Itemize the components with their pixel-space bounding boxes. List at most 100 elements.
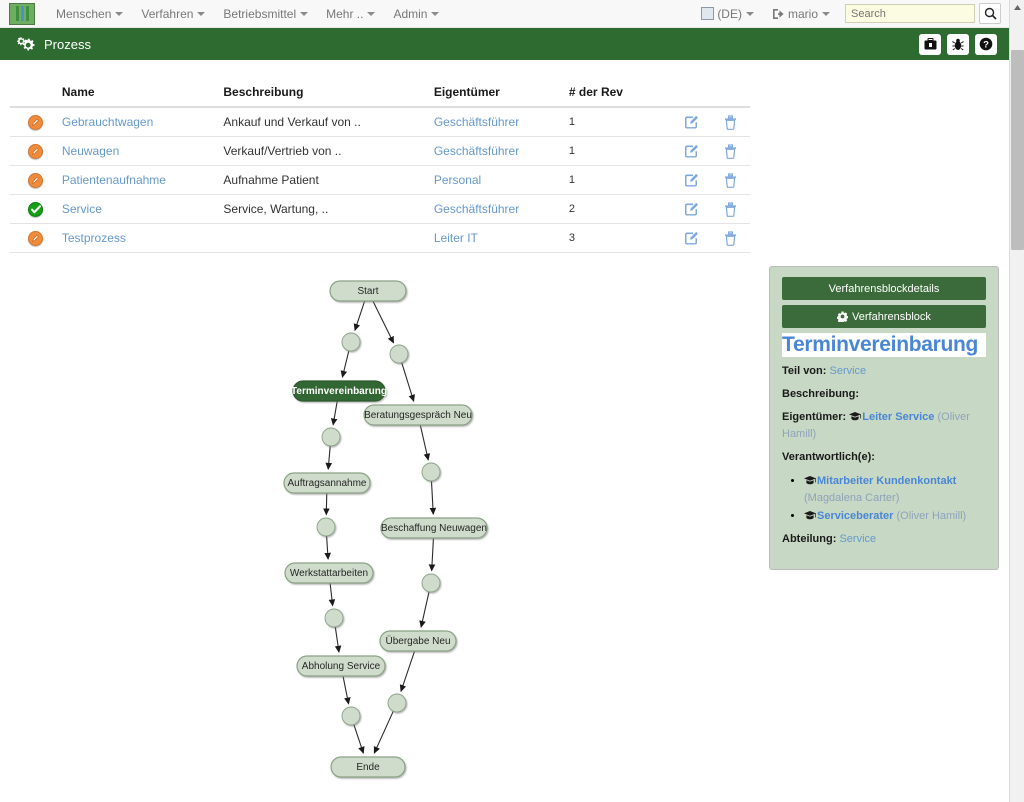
row-name-link[interactable]: Testprozess [61,231,126,245]
nav-item-menschen[interactable]: Menschen [47,0,132,28]
row-edit-action[interactable] [672,231,711,246]
row-name-link[interactable]: Patientenaufnahme [61,173,166,187]
flowchart-node-label: Start [357,286,378,297]
row-revisions: 1 [568,174,576,186]
responsible-role-link[interactable]: Serviceberater [817,509,894,522]
flowchart-node-label: Werkstattarbeiten [290,568,368,579]
flowchart-node-ende[interactable]: Ende [330,756,406,778]
flowchart-node-abholung[interactable]: Abholung Service [296,655,386,677]
scrollbar-thumb[interactable] [1011,50,1024,250]
flowchart-junction[interactable] [389,344,409,364]
detail-department-value[interactable]: Service [839,533,877,546]
row-owner-link[interactable]: Geschäftsführer [433,202,520,216]
row-owner[interactable]: Geschäftsführer [434,144,569,158]
detail-part-of-value[interactable]: Service [829,365,867,378]
row-name[interactable]: Patientenaufnahme [62,173,224,187]
row-name-link[interactable]: Service [61,202,102,216]
row-edit-action[interactable] [672,115,711,130]
flowchart-node-werkstatt[interactable]: Werkstattarbeiten [284,562,374,584]
row-name-link[interactable]: Neuwagen [61,144,120,158]
graduation-cap-icon [804,509,816,526]
nav-item-menschen-label: Menschen [56,6,112,21]
scroll-up-button[interactable] [1010,0,1024,15]
row-delete-action[interactable] [711,114,750,130]
row-name[interactable]: Gebrauchtwagen [62,115,224,129]
row-delete-action[interactable] [711,201,750,217]
graduation-cap-icon [849,411,862,427]
edit-icon [684,202,698,215]
help-button[interactable]: ? [975,33,997,55]
search-button[interactable] [979,3,1001,24]
flowchart-edge [399,650,416,693]
column-description[interactable]: Beschreibung [223,85,304,99]
flowchart-edge [353,300,366,332]
column-name[interactable]: Name [61,85,95,99]
bug-icon [952,38,964,50]
user-menu[interactable]: mario [763,0,839,28]
verfahrensblockdetails-button[interactable]: Verfahrensblockdetails [782,277,986,300]
row-owner-link[interactable]: Geschäftsführer [433,144,520,158]
column-revisions[interactable]: # der Rev [568,85,623,99]
row-owner-link[interactable]: Geschäftsführer [433,115,520,129]
detail-owner-role[interactable]: Leiter Service [862,411,935,424]
flowchart-node-auftrag[interactable]: Auftragsannahme [283,472,371,494]
flowchart-junction[interactable] [341,706,361,726]
verfahrensblock-button[interactable]: Verfahrensblock [782,305,986,328]
detail-owner: Eigentümer: Leiter Service (Oliver Hamil… [782,410,986,443]
nav-item-mehr[interactable]: Mehr .. [317,0,384,28]
flowchart-node-uebergabe[interactable]: Übergabe Neu [379,630,457,652]
flowchart-node-termin[interactable]: Terminvereinbarung [291,380,387,402]
row-owner[interactable]: Personal [434,173,569,187]
briefcase-button[interactable] [919,33,941,55]
row-delete-action[interactable] [711,143,750,159]
nav-item-admin[interactable]: Admin [384,0,448,28]
edit-icon [684,144,698,157]
verfahrensblockdetails-label: Verfahrensblockdetails [828,282,940,295]
flowchart-node-label: Übergabe Neu [385,635,450,647]
nav-item-verfahren[interactable]: Verfahren [132,0,214,28]
flowchart-junction[interactable] [341,332,361,352]
row-name[interactable]: Neuwagen [62,144,224,158]
flowchart-svg[interactable]: StartTerminvereinbarungBeratungsgespräch… [0,262,760,802]
detail-owner-label: Eigentümer: [782,411,847,424]
detail-department: Abteilung: Service [782,532,986,548]
row-delete-action[interactable] [711,230,750,246]
details-panel: Verfahrensblockdetails Verfahrensblock T… [769,266,999,570]
edit-icon [684,231,698,244]
row-name[interactable]: Testprozess [62,231,224,245]
row-owner[interactable]: Geschäftsführer [434,115,569,129]
page-header-actions: ? [919,33,1009,55]
flowchart-junction[interactable] [321,427,341,447]
flowchart-junction[interactable] [421,573,441,593]
row-edit-action[interactable] [672,144,711,159]
flowchart-junction[interactable] [316,517,336,537]
row-owner-link[interactable]: Leiter IT [433,231,478,245]
nav-item-betriebsmittel[interactable]: Betriebsmittel [214,0,317,28]
page-scrollbar[interactable] [1009,0,1024,802]
row-owner[interactable]: Leiter IT [434,231,569,245]
flowchart-node-start[interactable]: Start [329,280,407,302]
row-edit-action[interactable] [672,202,711,217]
bug-button[interactable] [947,33,969,55]
row-name[interactable]: Service [62,202,224,216]
row-delete-action[interactable] [711,172,750,188]
flowchart-node-beratung[interactable]: Beratungsgespräch Neu [363,404,473,426]
row-owner-link[interactable]: Personal [433,173,482,187]
row-owner[interactable]: Geschäftsführer [434,202,569,216]
column-owner[interactable]: Eigentümer [433,85,500,99]
search-input[interactable] [845,4,975,23]
flowchart-node-beschaff[interactable]: Beschaffung Neuwagen [380,517,488,539]
app-logo-icon[interactable] [9,2,35,25]
flowchart-junction[interactable] [324,608,344,628]
row-edit-action[interactable] [672,173,711,188]
language-selector[interactable]: (DE) [692,0,763,28]
detail-owner-person: (Oliver Hamill) [782,411,970,440]
flowchart-junction[interactable] [421,462,441,482]
flowchart-nodes[interactable]: StartTerminvereinbarungBeratungsgespräch… [283,280,488,778]
flowchart-junction[interactable] [387,693,407,713]
chevron-down-icon [367,12,376,17]
row-name-link[interactable]: Gebrauchtwagen [61,115,154,129]
responsible-role-link[interactable]: Mitarbeiter Kundenkontakt [817,474,957,487]
chevron-down-icon [300,12,309,17]
briefcase-icon [924,38,936,50]
